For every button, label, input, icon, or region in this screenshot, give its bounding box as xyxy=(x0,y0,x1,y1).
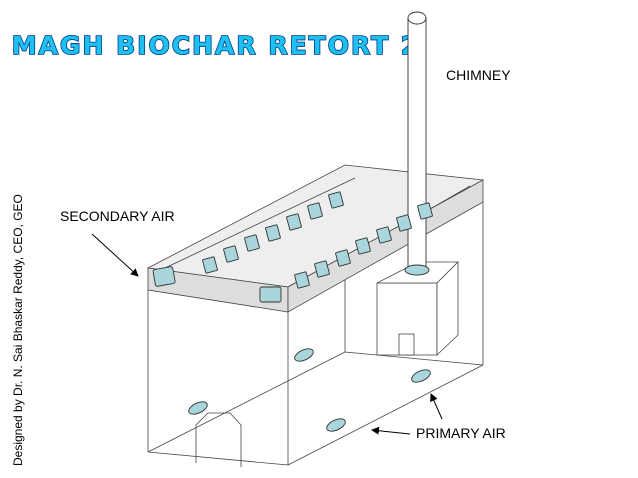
vent xyxy=(396,214,412,232)
chimney xyxy=(404,11,430,276)
front-door xyxy=(195,412,242,467)
primary-air-arrow-left xyxy=(371,426,411,435)
vent xyxy=(202,256,218,274)
diagram-title: MAGH BIOCHAR RETORT 2 xyxy=(12,31,420,60)
inner-chamber xyxy=(376,261,459,356)
vent xyxy=(286,213,302,231)
vent xyxy=(328,191,344,209)
secondary-air-arrow xyxy=(91,233,139,277)
secondary-air-vents-front xyxy=(294,202,433,289)
vent xyxy=(307,202,323,220)
vent xyxy=(355,237,371,255)
vent xyxy=(335,249,351,267)
inner-chamber-door xyxy=(398,333,415,356)
vent xyxy=(265,224,281,242)
vent xyxy=(326,418,346,432)
vent xyxy=(152,266,176,287)
retort-body-edges xyxy=(147,202,484,466)
vent xyxy=(259,286,282,303)
vent xyxy=(417,202,433,220)
chimney-label: CHIMNEY xyxy=(446,67,511,83)
secondary-air-vents-back xyxy=(202,191,344,274)
vent xyxy=(411,369,431,383)
vent xyxy=(223,245,239,263)
vent xyxy=(188,401,208,415)
chimney-base-opening xyxy=(404,264,430,276)
primary-air-arrow-up xyxy=(430,393,443,420)
primary-air-vents xyxy=(188,348,431,432)
vent xyxy=(376,226,392,244)
vent xyxy=(294,271,310,289)
secondary-air-label: SECONDARY AIR xyxy=(60,208,175,224)
vent xyxy=(314,260,330,278)
designer-credit: Designed by Dr. N. Sai Bhaskar Reddy, CE… xyxy=(11,194,25,466)
primary-air-label: PRIMARY AIR xyxy=(416,425,506,441)
secondary-air-vents-band xyxy=(152,266,282,303)
vent xyxy=(244,234,260,252)
vent xyxy=(294,348,314,362)
top-face-inner-line xyxy=(164,177,356,269)
